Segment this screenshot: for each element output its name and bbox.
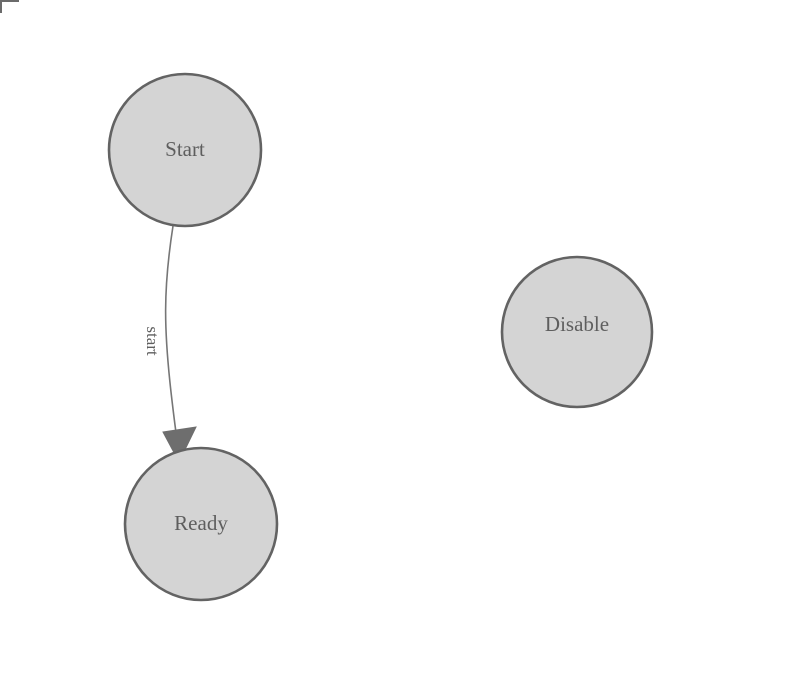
node-disable-label: Disable xyxy=(545,312,609,336)
edge-path-start-to-ready xyxy=(164,225,179,447)
edge-label-start: start xyxy=(143,326,162,356)
canvas-corner-bracket-icon xyxy=(0,0,19,13)
node-start[interactable]: Start xyxy=(107,72,263,228)
node-start-label: Start xyxy=(165,137,205,161)
node-start-shape[interactable] xyxy=(107,72,263,228)
node-ready-shape[interactable] xyxy=(123,446,279,602)
edge-arrowhead-icon xyxy=(162,426,197,464)
node-ready-label: Ready xyxy=(174,511,228,535)
edge-start-to-ready[interactable]: start xyxy=(143,225,197,464)
node-disable[interactable]: Disable xyxy=(500,255,654,409)
node-disable-shape[interactable] xyxy=(500,255,654,409)
node-ready[interactable]: Ready xyxy=(123,446,279,602)
